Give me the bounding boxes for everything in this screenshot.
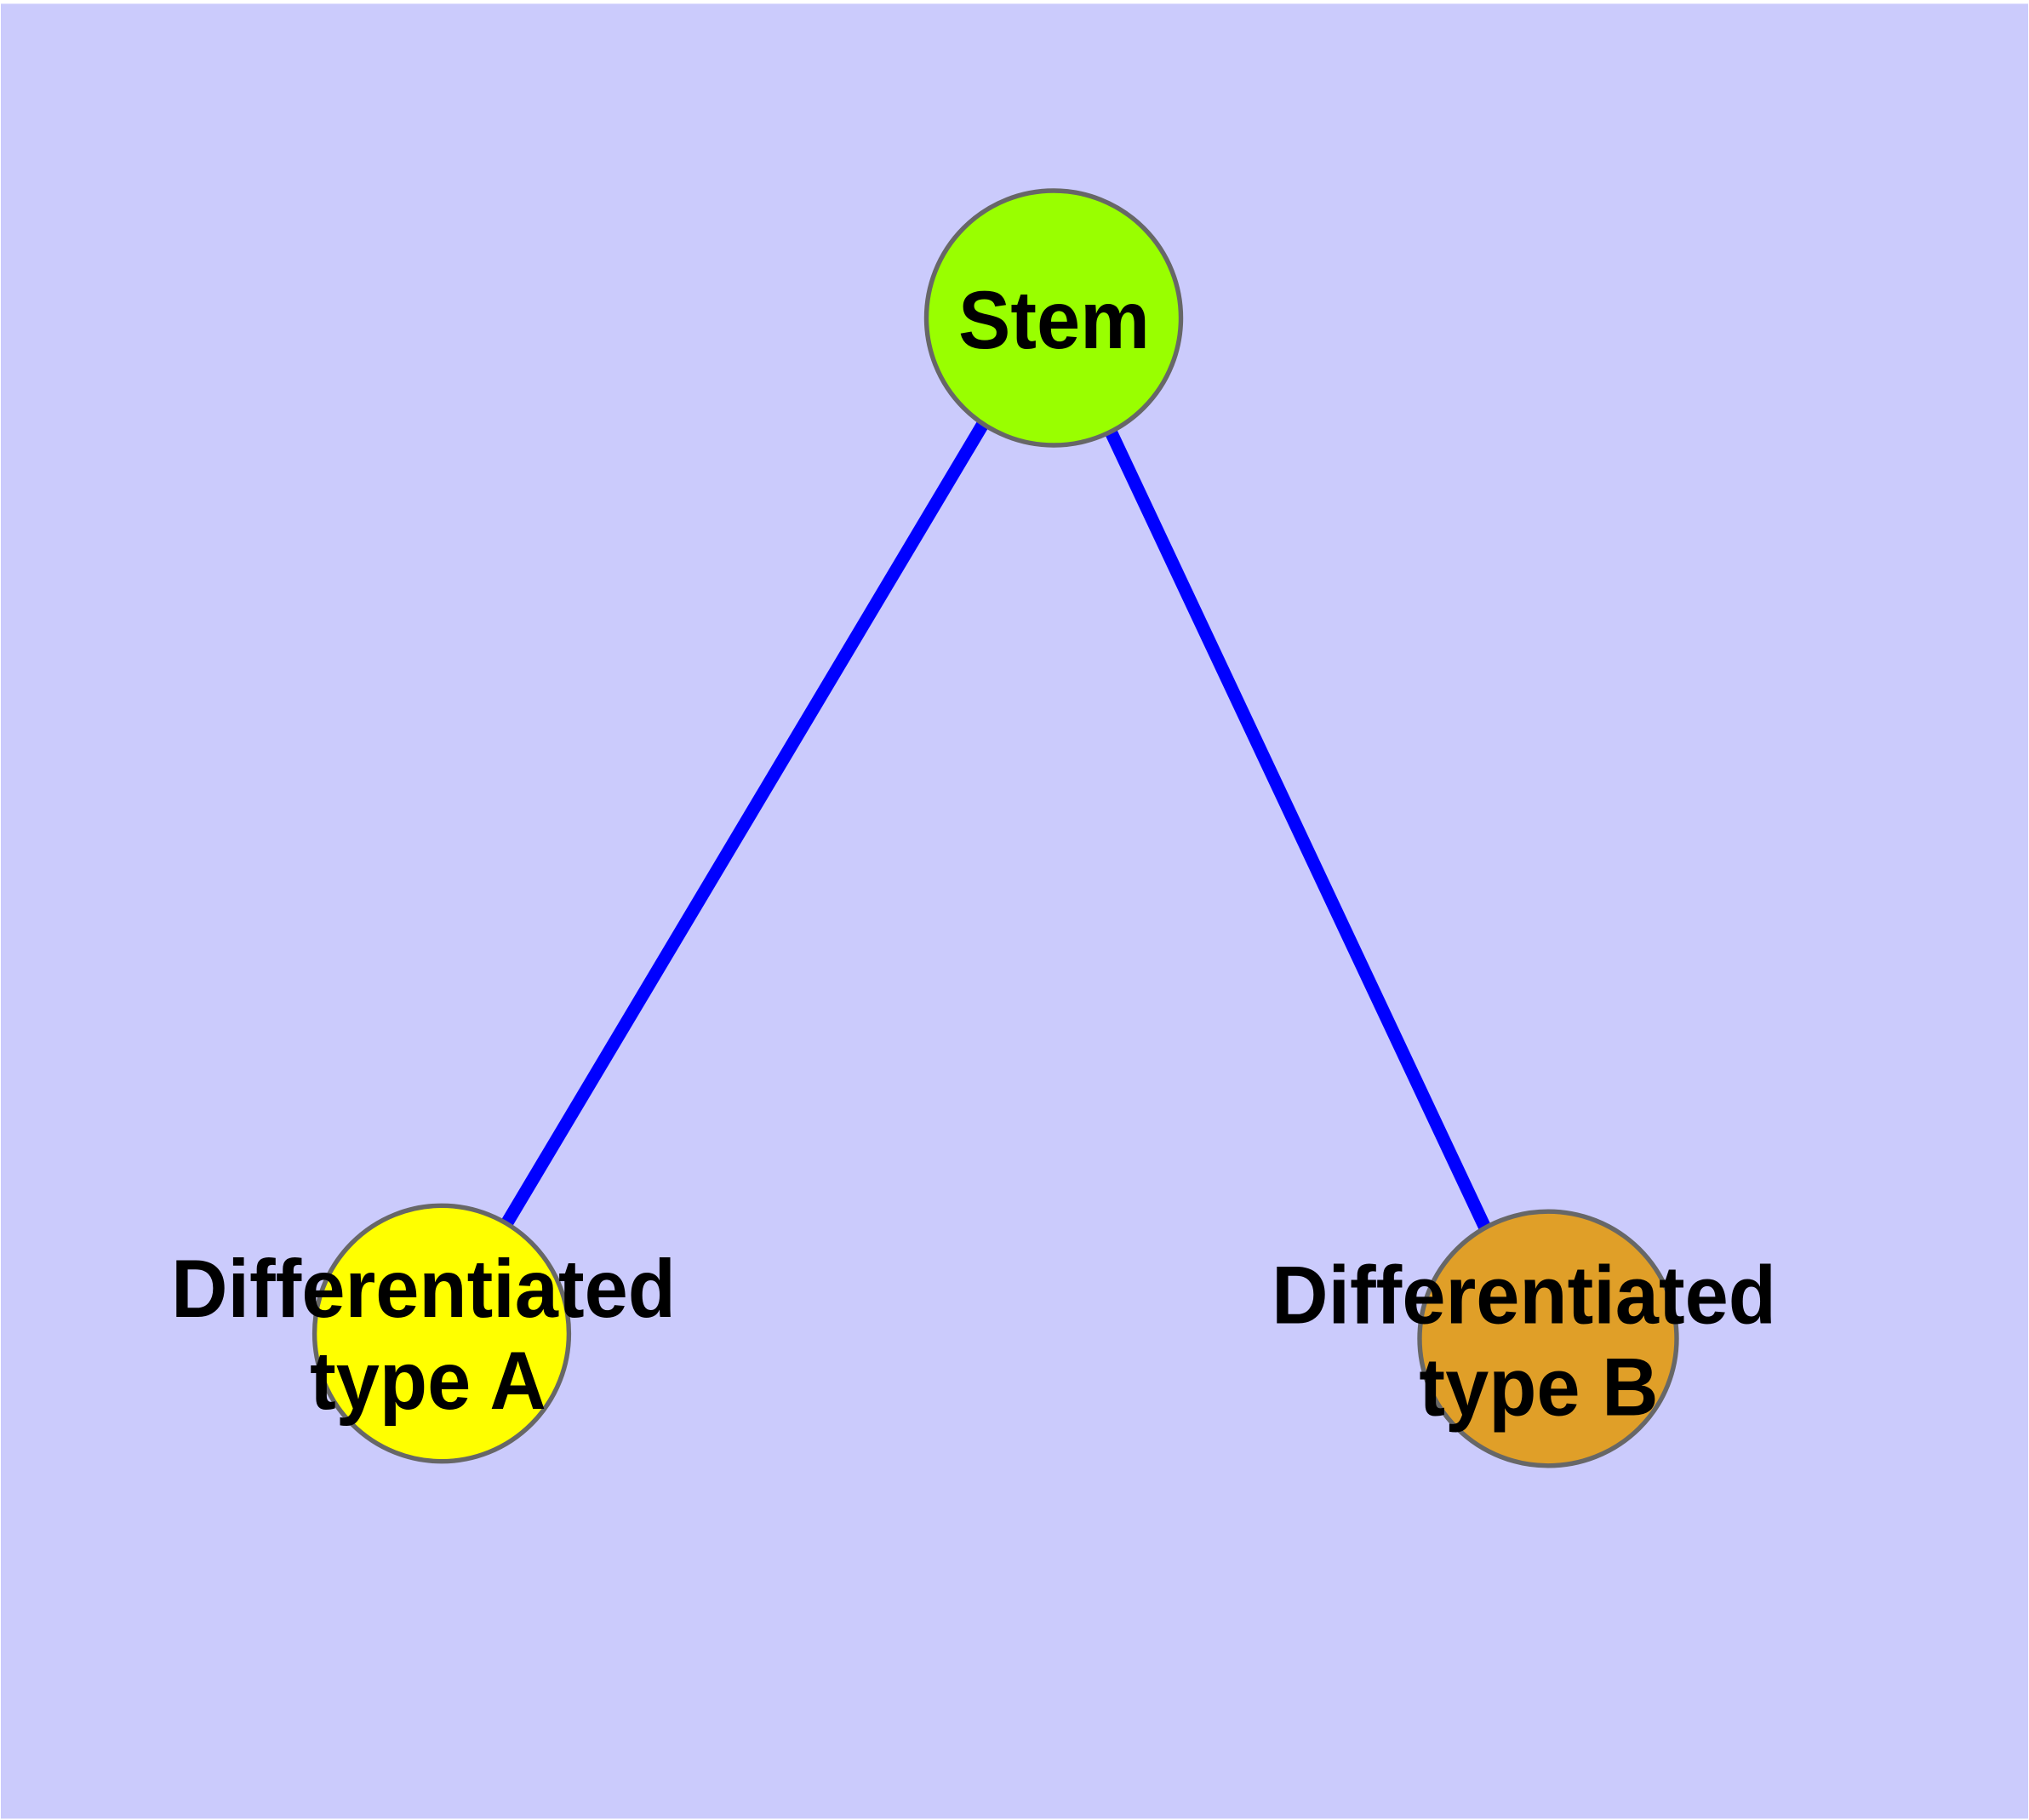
svg-text:Differentiated: Differentiated (171, 1244, 676, 1336)
svg-text:Differentiated: Differentiated (1272, 1250, 1776, 1342)
svg-text:type A: type A (310, 1336, 546, 1428)
svg-text:Stem: Stem (958, 275, 1150, 367)
svg-text:type B: type B (1419, 1342, 1658, 1434)
